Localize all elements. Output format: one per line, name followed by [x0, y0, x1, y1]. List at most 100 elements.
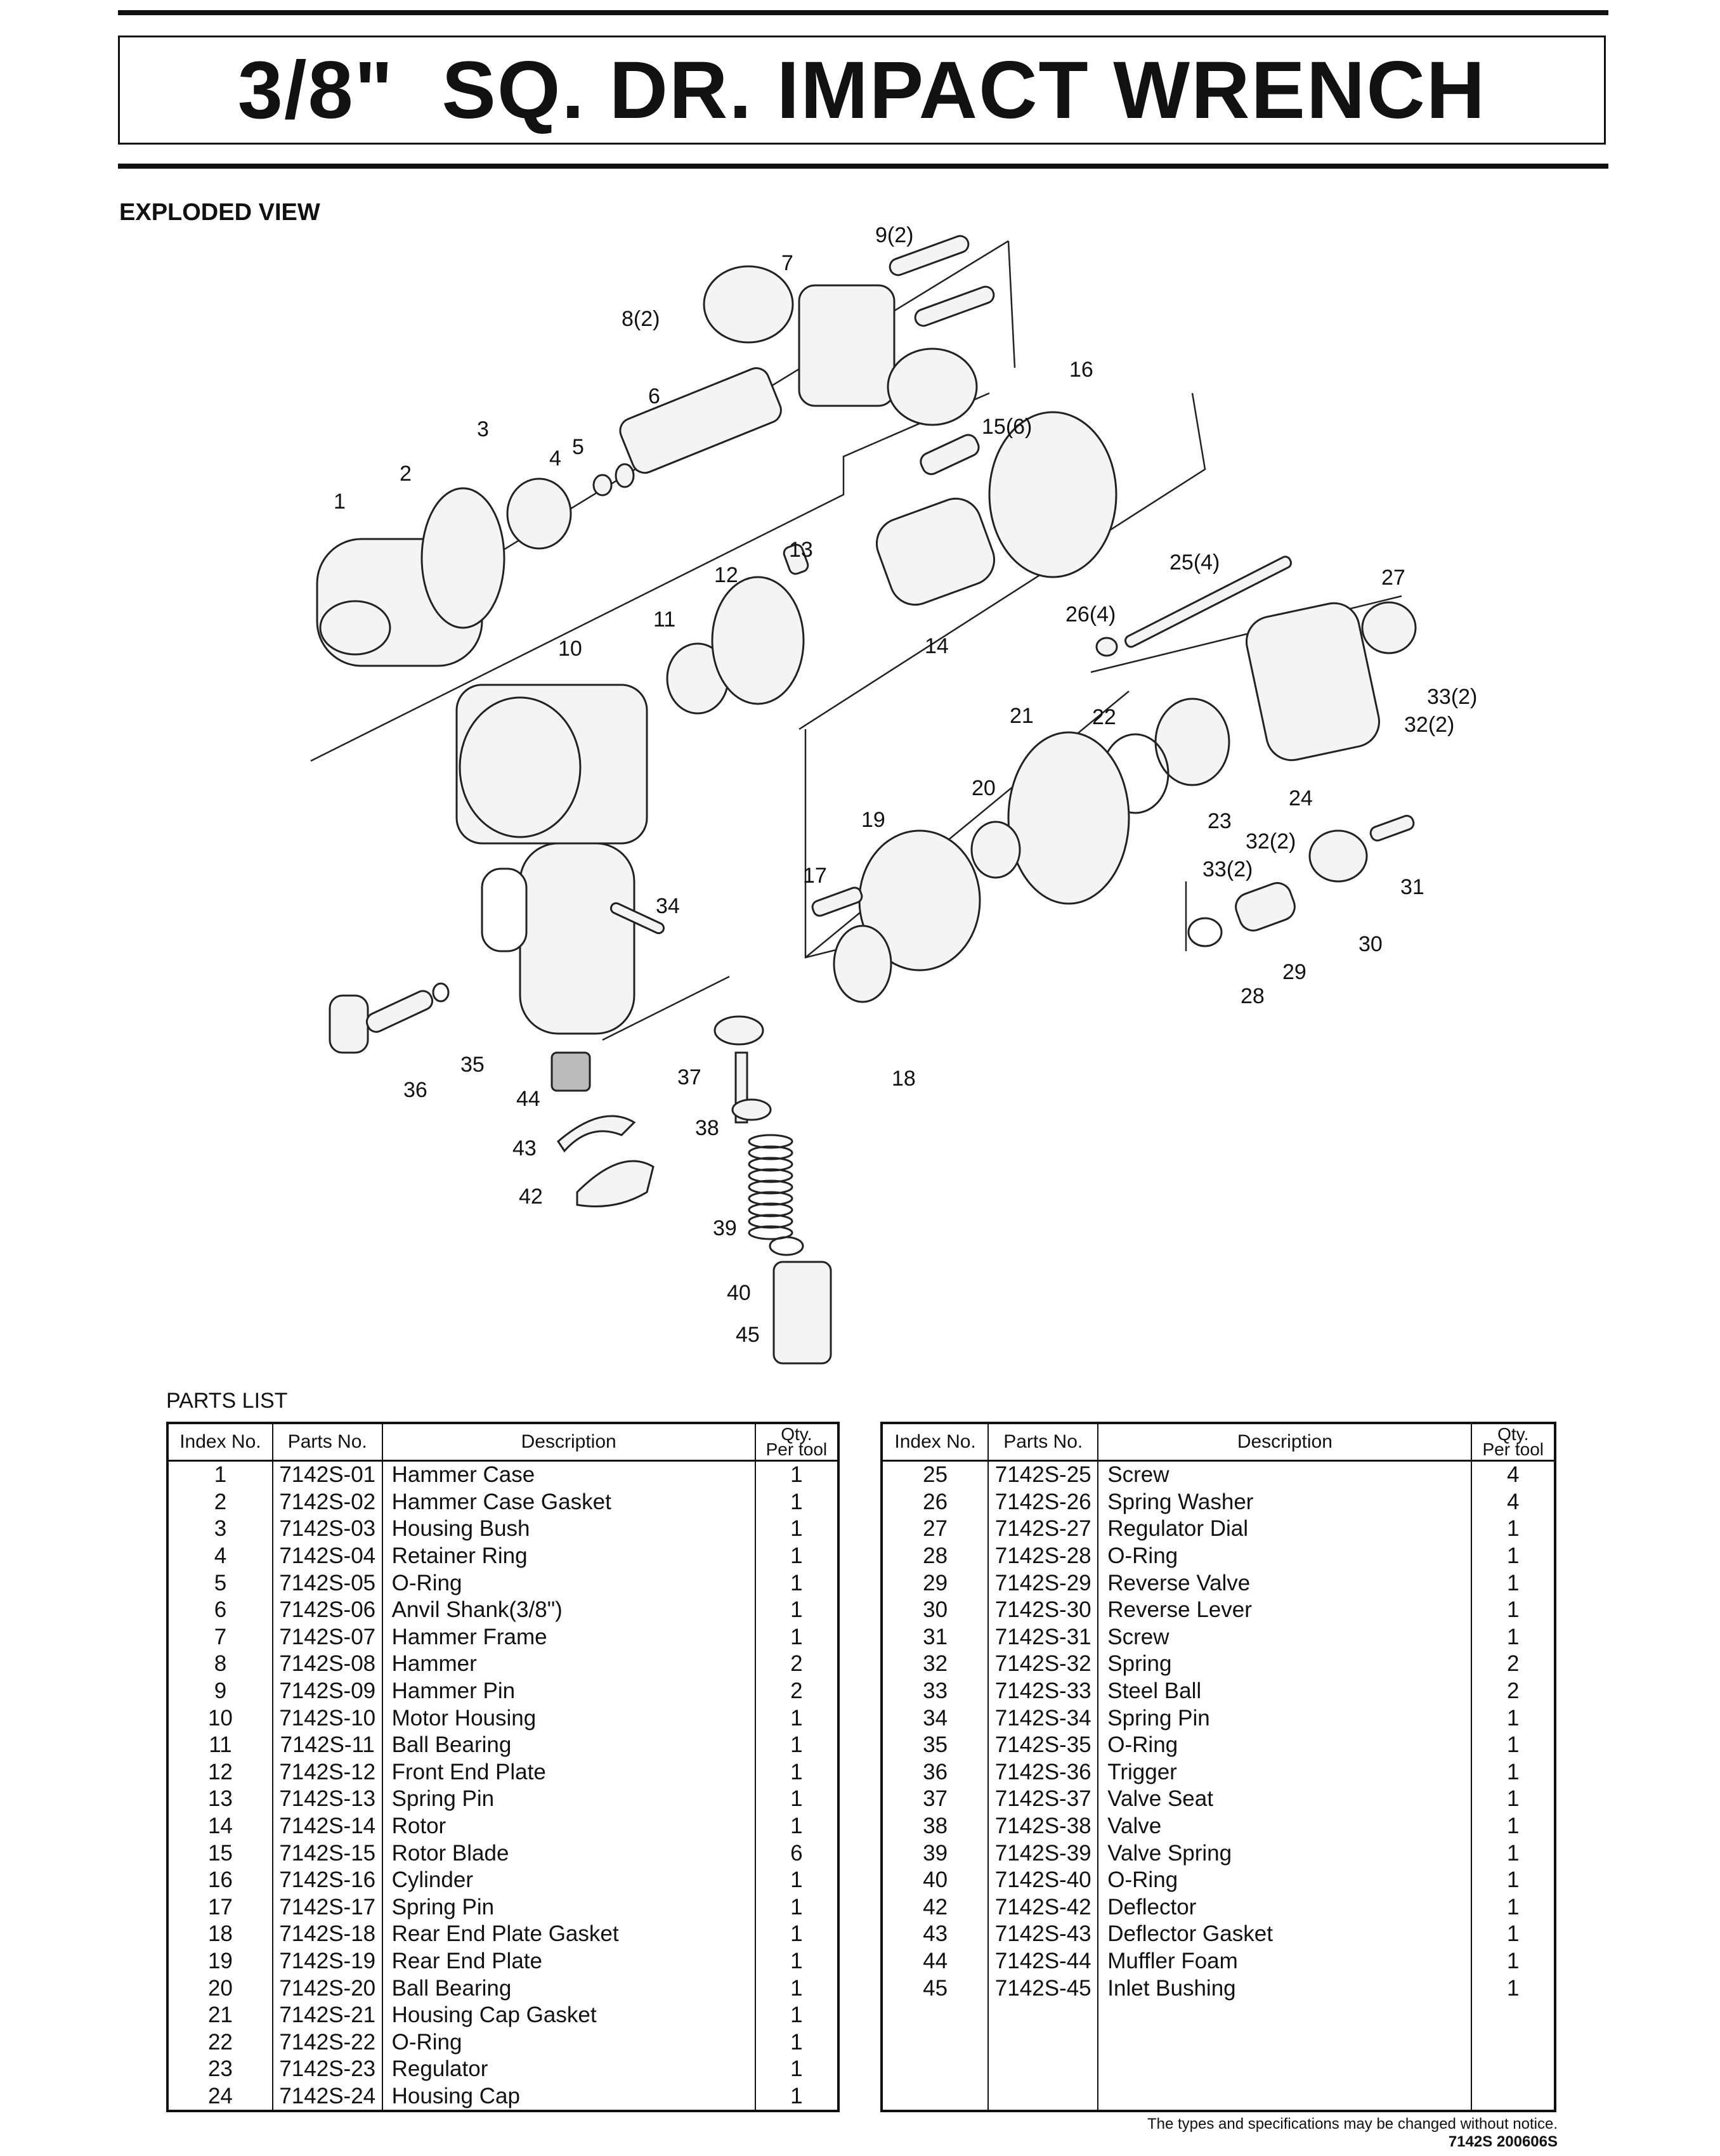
callout-label: 35	[460, 1053, 485, 1077]
ball-bearing-shape	[970, 821, 1021, 879]
cell-part-no	[987, 2056, 1099, 2083]
cell-qty	[1471, 2056, 1556, 2083]
cell-index: 16	[167, 1866, 273, 1894]
cell-index: 30	[880, 1596, 989, 1624]
spring-pin-shape	[811, 886, 863, 917]
cell-description	[1097, 2001, 1473, 2029]
callout-label: 17	[803, 864, 827, 888]
cell-description: O-Ring	[381, 1569, 756, 1597]
cell-part-no: 7142S-04	[271, 1542, 383, 1570]
cell-index: 43	[880, 1921, 989, 1948]
callout-label: 32(2)	[1246, 829, 1296, 854]
regulator-shape	[1154, 698, 1230, 786]
cell-index: 14	[167, 1812, 273, 1840]
cell-index: 32	[880, 1651, 989, 1678]
cell-description: Spring Pin	[1097, 1705, 1473, 1732]
valve-spring-coil-shape	[748, 1179, 793, 1195]
callout-label: 27	[1381, 566, 1405, 590]
cell-index: 28	[880, 1542, 989, 1570]
callout-label: 25(4)	[1169, 550, 1220, 575]
o-ring-shape	[432, 982, 450, 1003]
callout-label: 33(2)	[1202, 857, 1253, 881]
page-title: 3/8" SQ. DR. IMPACT WRENCH	[237, 44, 1487, 136]
cell-index: 26	[880, 1488, 989, 1516]
cell-index	[880, 2056, 989, 2083]
cell-part-no: 7142S-07	[271, 1623, 383, 1651]
cell-qty: 1	[754, 1866, 840, 1894]
cell-description: Hammer Case	[381, 1460, 756, 1489]
cell-part-no: 7142S-44	[987, 1947, 1099, 1975]
cell-part-no	[987, 2029, 1099, 2056]
cell-part-no: 7142S-14	[271, 1812, 383, 1840]
callout-label: 37	[677, 1065, 701, 1089]
cell-index: 42	[880, 1893, 989, 1921]
hammer-shape	[703, 265, 794, 344]
cell-description: Screw	[1097, 1623, 1473, 1651]
cell-index: 36	[880, 1758, 989, 1786]
trigger-shape	[329, 994, 369, 1054]
callout-label: 29	[1282, 960, 1306, 984]
cell-part-no: 7142S-40	[987, 1866, 1099, 1894]
cell-qty: 1	[754, 1758, 840, 1786]
cell-qty: 1	[754, 1921, 840, 1948]
cell-description: Front End Plate	[381, 1758, 756, 1786]
cell-qty: 1	[754, 2029, 840, 2056]
spring-pin-shape	[783, 543, 809, 575]
cell-qty: 1	[754, 1812, 840, 1840]
cell-index: 1	[167, 1460, 273, 1489]
callout-label: 5	[572, 435, 584, 459]
cell-description: Rotor Blade	[381, 1840, 756, 1867]
cell-qty	[1471, 2029, 1556, 2056]
callout-label: 23	[1208, 809, 1232, 833]
cell-part-no: 7142S-08	[271, 1651, 383, 1678]
table-row	[880, 2029, 1556, 2056]
cell-part-no: 7142S-01	[271, 1460, 383, 1489]
grip-shape	[519, 842, 635, 1035]
callout-label: 1	[334, 490, 346, 514]
cell-index: 29	[880, 1569, 989, 1597]
parts-list-label: PARTS LIST	[166, 1389, 288, 1413]
cell-index: 45	[880, 1975, 989, 2002]
cell-part-no	[987, 2082, 1099, 2112]
cell-description: Spring Washer	[1097, 1488, 1473, 1516]
qty-header-line2: Per tool	[1482, 1439, 1544, 1459]
cell-description: Motor Housing	[381, 1705, 756, 1732]
cell-description: Retainer Ring	[381, 1542, 756, 1570]
cell-qty: 1	[1471, 1893, 1556, 1921]
cell-index: 40	[880, 1866, 989, 1894]
cell-part-no: 7142S-13	[271, 1786, 383, 1813]
cell-qty: 1	[754, 1947, 840, 1975]
callout-label: 19	[861, 808, 885, 832]
callout-label: 33(2)	[1427, 685, 1477, 709]
cell-index: 27	[880, 1516, 989, 1543]
callout-label: 20	[972, 776, 996, 800]
regulator-dial-shape	[1361, 601, 1417, 654]
cell-qty: 1	[754, 1516, 840, 1543]
cell-part-no	[987, 2001, 1099, 2029]
parts-table-left: Index No. Parts No. Description Qty.Per …	[166, 1422, 840, 2113]
cell-part-no: 7142S-42	[987, 1893, 1099, 1921]
rotor-blade-shape	[920, 434, 980, 476]
title-box: 3/8" SQ. DR. IMPACT WRENCH	[118, 36, 1606, 145]
cell-part-no: 7142S-26	[987, 1488, 1099, 1516]
cell-index: 15	[167, 1840, 273, 1867]
cell-qty: 1	[754, 1731, 840, 1759]
callout-label: 24	[1289, 786, 1313, 810]
cell-description	[1097, 2056, 1473, 2083]
valve-seat-shape	[713, 1015, 764, 1046]
valve-shape	[731, 1098, 772, 1121]
table-row	[880, 2082, 1556, 2112]
